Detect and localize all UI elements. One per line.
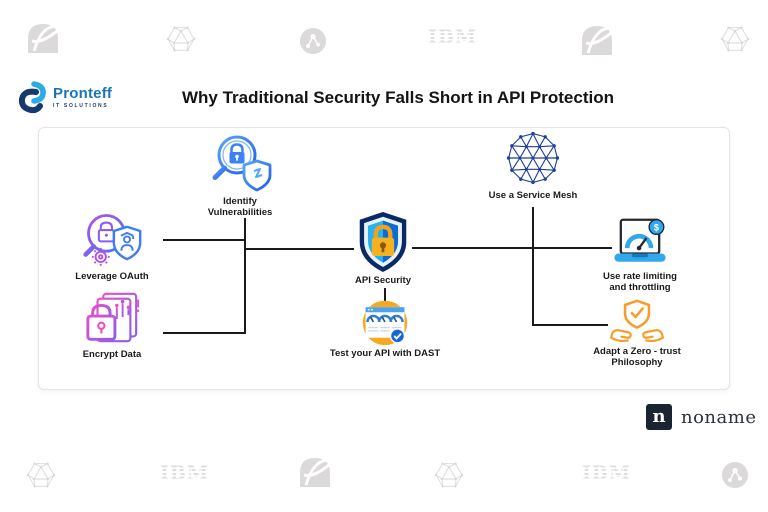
node-circle-watermark-icon (721, 461, 749, 489)
node-label: API Security (355, 275, 411, 286)
identify-vulnerabilities-icon (212, 135, 272, 192)
node-identify-vulnerabilities: Identify Vulnerabilities (165, 131, 315, 219)
noname-logo: n noname (646, 404, 756, 430)
connector-line (532, 324, 608, 326)
rate-limiting-icon: $ (614, 218, 666, 262)
node-service-mesh: Use a Service Mesh (458, 127, 608, 202)
zero-trust-icon (610, 299, 664, 343)
arch-a-watermark-icon (298, 456, 332, 488)
connector-line (163, 239, 245, 241)
node-label: Use rate limiting and throttling (603, 271, 677, 293)
node-api-security: API Security (308, 210, 458, 287)
connector-line (532, 207, 534, 326)
leverage-oauth-icon (83, 214, 142, 266)
connector-line (244, 248, 354, 250)
noname-logo-text: noname (681, 406, 757, 428)
mesh-globe-watermark-icon (166, 26, 196, 52)
arch-a-watermark-icon (26, 22, 60, 54)
ibm-watermark-logo: IBM (160, 462, 209, 484)
arch-a-watermark-icon (580, 24, 614, 56)
service-mesh-icon (506, 131, 560, 185)
pronteff-logo-icon (18, 81, 46, 114)
node-dast: Test your API with DAST (310, 297, 460, 360)
connector-line (384, 288, 386, 303)
node-encrypt-data: Encrypt Data (37, 290, 187, 361)
node-label: Encrypt Data (82, 349, 142, 360)
api-security-shield-icon (359, 211, 407, 273)
page-title: Why Traditional Security Falls Short in … (182, 88, 614, 107)
svg-text:$: $ (654, 222, 659, 232)
ibm-watermark-logo: IBM (582, 462, 631, 484)
node-circle-watermark-icon (299, 27, 327, 55)
connector-line (163, 332, 245, 334)
node-label: Leverage OAuth (75, 271, 149, 282)
mesh-globe-watermark-icon (720, 26, 750, 52)
node-label: Identify Vulnerabilities (207, 196, 273, 218)
node-label: Test your API with DAST (329, 348, 441, 359)
brand-name: Pronteff (53, 84, 113, 102)
mesh-globe-watermark-icon (434, 462, 464, 488)
node-rate-limiting: $ Use rate limiting and throttling (565, 217, 715, 294)
connector-line (244, 218, 246, 334)
node-zero-trust: Adapt a Zero - trust Philosophy (562, 299, 712, 369)
dast-test-icon (362, 300, 408, 346)
brand-tagline: IT SOLUTIONS (53, 102, 109, 109)
node-label: Adapt a Zero - trust Philosophy (593, 346, 681, 368)
node-leverage-oauth: Leverage OAuth (37, 208, 187, 283)
ibm-watermark-logo: IBM (428, 26, 477, 48)
mesh-globe-watermark-icon (26, 462, 56, 488)
encrypt-data-icon (86, 292, 140, 343)
noname-logo-mark: n (646, 404, 672, 430)
connector-line (412, 247, 612, 249)
node-label: Use a Service Mesh (488, 190, 578, 201)
pronteff-logo: Pronteff IT SOLUTIONS (14, 80, 112, 114)
